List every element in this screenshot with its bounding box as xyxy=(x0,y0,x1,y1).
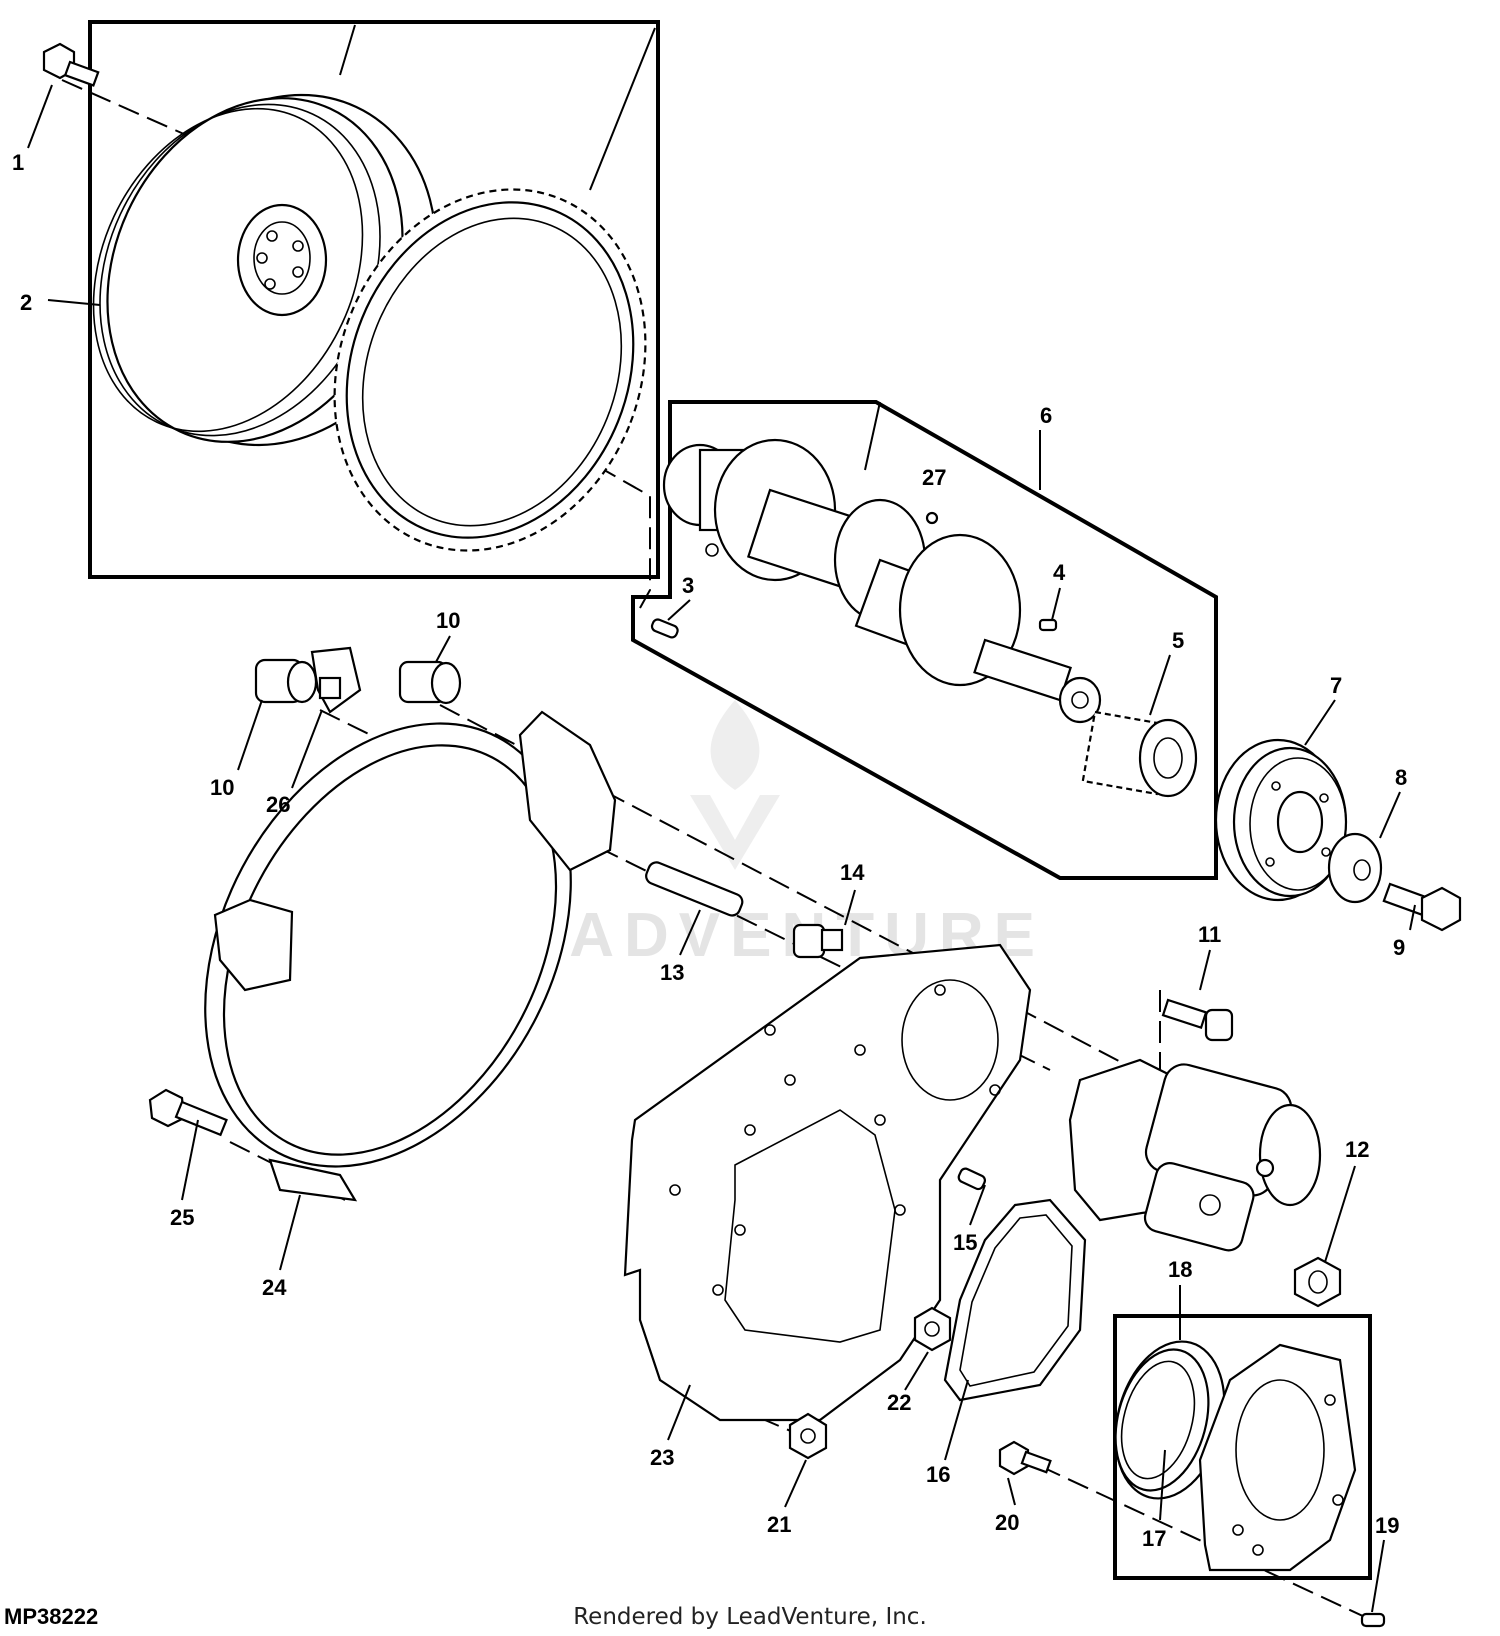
callout-20: 20 xyxy=(995,1510,1019,1535)
callout-10-upper: 10 xyxy=(436,608,460,633)
crankshaft-group-frame xyxy=(631,400,1218,880)
watermark-logo-icon xyxy=(690,700,780,870)
part-9-cap-screw xyxy=(1382,882,1462,932)
part-13-stud xyxy=(645,861,744,917)
part-6-crankshaft xyxy=(662,438,1102,724)
callout-12: 12 xyxy=(1345,1137,1369,1162)
part-10-nut-left xyxy=(254,658,318,704)
callout-7: 7 xyxy=(1330,673,1342,698)
callout-15: 15 xyxy=(953,1230,977,1255)
callout-13: 13 xyxy=(660,960,684,985)
flywheel-group-frame xyxy=(88,20,660,579)
callout-2: 2 xyxy=(20,290,32,315)
part-24-flywheel-housing xyxy=(204,710,617,1202)
callout-1: 1 xyxy=(12,150,24,175)
part-19-dowel-pin xyxy=(1360,1612,1386,1628)
callout-21: 21 xyxy=(767,1512,791,1537)
part-26-clip xyxy=(310,646,362,714)
footer-credit: Rendered by LeadVenture, Inc. xyxy=(573,1604,927,1630)
figure-id: MP38222 xyxy=(4,1604,99,1629)
callout-3: 3 xyxy=(682,573,694,598)
callout-8: 8 xyxy=(1395,765,1407,790)
part-12-nut xyxy=(1293,1256,1342,1308)
callout-10-left: 10 xyxy=(210,775,234,800)
callout-9: 9 xyxy=(1393,935,1405,960)
part-10-nut-upper xyxy=(398,660,462,705)
part-18-oil-seal xyxy=(1114,1340,1226,1500)
callout-16: 16 xyxy=(926,1462,950,1487)
callout-11: 11 xyxy=(1198,922,1221,947)
part-17-seal-plate xyxy=(1198,1343,1357,1572)
callout-5: 5 xyxy=(1172,628,1184,653)
callout-6: 6 xyxy=(1040,403,1052,428)
callout-18: 18 xyxy=(1168,1257,1192,1282)
part-27-ball xyxy=(925,511,939,525)
part-14-plug xyxy=(792,923,844,959)
callout-labels: 1 2 3 4 5 6 7 8 9 10 10 11 12 13 14 15 1… xyxy=(12,150,1407,1551)
callout-26: 26 xyxy=(266,792,290,817)
part-16-gasket xyxy=(943,1198,1087,1402)
part-1-cap-screw xyxy=(42,42,100,87)
callout-24: 24 xyxy=(262,1275,287,1300)
part-20-cap-screw xyxy=(998,1440,1052,1476)
callout-19: 19 xyxy=(1375,1513,1399,1538)
ring-gear xyxy=(333,188,647,552)
leader-lines xyxy=(27,24,1416,1613)
callout-17: 17 xyxy=(1142,1526,1166,1551)
part-21-nut xyxy=(788,1412,828,1460)
callout-23: 23 xyxy=(650,1445,674,1470)
callout-25: 25 xyxy=(170,1205,194,1230)
part-7-pulley xyxy=(1214,738,1348,902)
callout-4: 4 xyxy=(1053,560,1066,585)
part-15-pin xyxy=(957,1167,987,1191)
part-4-key xyxy=(1038,618,1058,632)
callout-27: 27 xyxy=(922,465,946,490)
callout-14: 14 xyxy=(840,860,865,885)
part-8-washer xyxy=(1327,832,1383,904)
part-25-cap-screw xyxy=(148,1088,228,1137)
starter-motor xyxy=(1068,1058,1322,1252)
callout-22: 22 xyxy=(887,1390,911,1415)
part-5-crank-gear xyxy=(1081,710,1198,798)
part-3-dowel-pin xyxy=(650,618,679,639)
part-22-nut xyxy=(913,1306,952,1352)
part-23-engine-back-plate xyxy=(623,943,1032,1422)
part-11-cap-screw xyxy=(1161,998,1234,1042)
